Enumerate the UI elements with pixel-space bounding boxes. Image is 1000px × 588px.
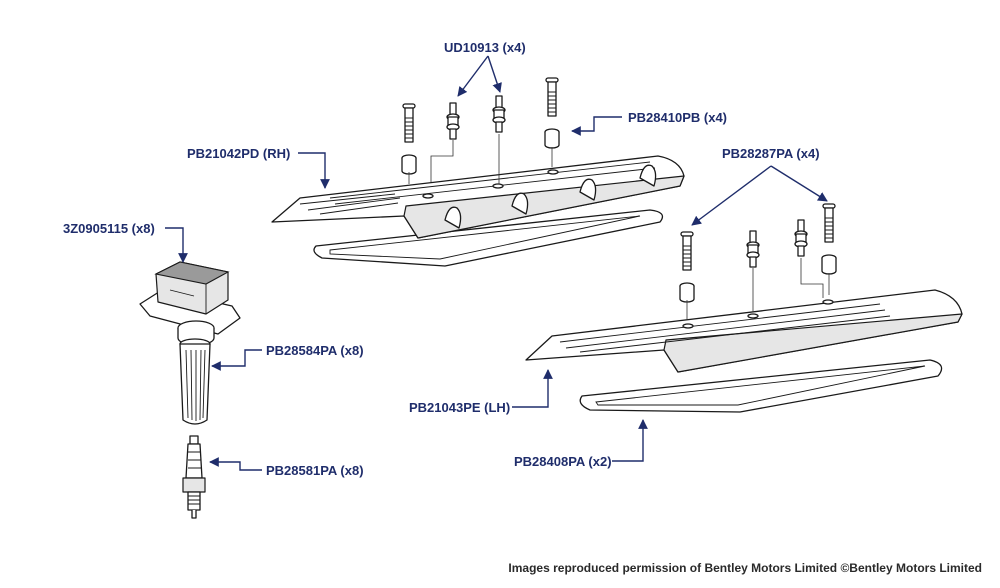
label-pb28410pb: PB28410PB (x4) xyxy=(628,110,727,125)
part-labels: UD10913 (x4) PB28410PB (x4) PB21042PD (R… xyxy=(63,40,820,478)
label-3z0905115: 3Z0905115 (x8) xyxy=(63,221,155,236)
credit-text: Images reproduced permission of Bentley … xyxy=(508,561,982,575)
spark-plug xyxy=(182,435,206,519)
label-pb21043pe: PB21043PE (LH) xyxy=(409,400,510,415)
label-pb28581pa: PB28581PA (x8) xyxy=(266,463,364,478)
rh-rocker-cover xyxy=(271,155,685,239)
rh-gasket xyxy=(313,209,664,267)
leader-lines xyxy=(165,55,828,471)
lh-gasket xyxy=(579,359,943,413)
rh-fasteners xyxy=(401,77,560,184)
label-pb21042pd: PB21042PD (RH) xyxy=(187,146,290,161)
lh-fasteners xyxy=(679,203,837,320)
label-pb28584pa: PB28584PA (x8) xyxy=(266,343,364,358)
ignition-coil xyxy=(139,261,241,346)
label-pb28287pa: PB28287PA (x4) xyxy=(722,146,820,161)
label-ud10913: UD10913 (x4) xyxy=(444,40,526,55)
coil-connector xyxy=(179,338,211,425)
lh-rocker-cover xyxy=(525,289,963,373)
label-pb28408pa: PB28408PA (x2) xyxy=(514,454,612,469)
